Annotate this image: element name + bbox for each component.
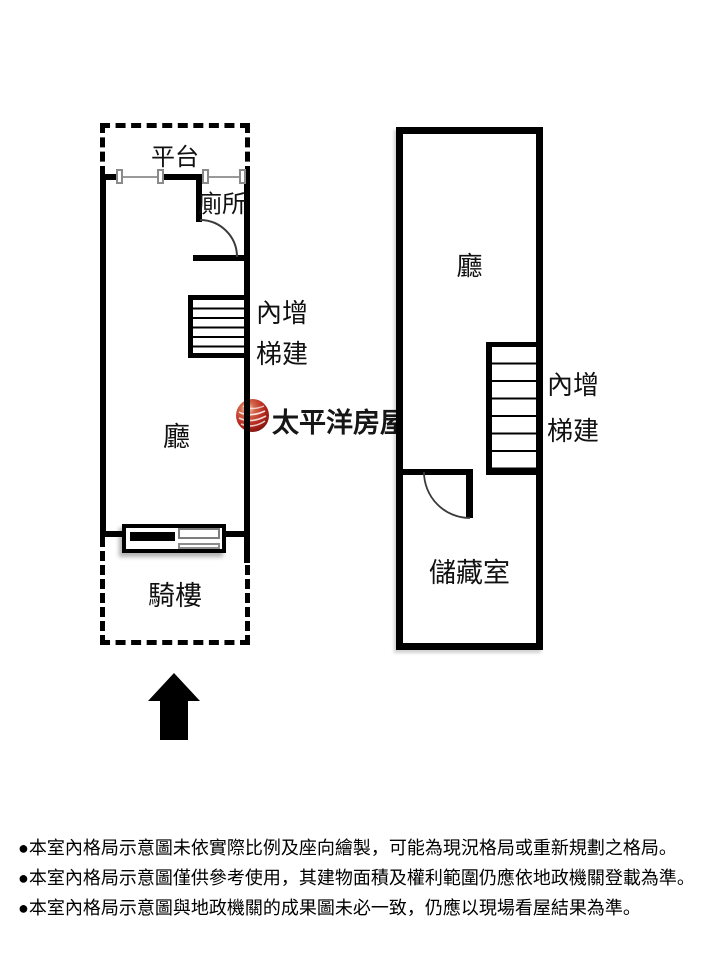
north-up-arrow-icon	[148, 673, 200, 740]
left-plan-arcade-label: 騎樓	[148, 581, 202, 611]
left-plan-arcade-area	[100, 537, 250, 645]
left-plan-stair-note-line1: 內增	[256, 299, 309, 328]
right-plan-stairs	[486, 342, 536, 469]
toilet-left-wall	[196, 180, 202, 222]
right-plan-hall-label: 廳	[456, 252, 483, 281]
brand-logo-text: 太平洋房屋	[272, 408, 407, 438]
left-plan-left-wall	[100, 174, 106, 537]
right-plan-stair-note-line2: 梯建	[547, 417, 600, 446]
right-plan-storage-label: 儲藏室	[429, 558, 510, 588]
right-plan-stair-note-line1: 內增	[547, 371, 600, 400]
toilet-bottom-wall	[193, 255, 245, 261]
left-plan-platform-area	[100, 123, 250, 176]
storage-partition-wall	[403, 469, 473, 475]
disclaimer-line: ●本室內格局示意圖與地政機關的成果圖未必一致，仍應以現場看屋結果為準。	[18, 898, 641, 918]
disclaimer-line: ●本室內格局示意圖僅供參考使用，其建物面積及權利範圍仍應依地政機關登載為準。	[18, 868, 695, 888]
sliding-door-panel	[178, 528, 220, 539]
left-plan-stairs	[188, 295, 250, 358]
brand-logo-globe-icon	[236, 399, 269, 432]
left-plan-top-wall	[100, 174, 250, 180]
window-glass-line	[120, 176, 162, 178]
toilet-label: 廁所	[198, 192, 246, 218]
storage-door-leaf	[466, 469, 473, 518]
disclaimer-block: ●本室內格局示意圖未依實際比例及座向繪製，可能為現況格局或重新規劃之格局。 ●本…	[18, 833, 720, 923]
right-plan-outline	[396, 127, 543, 650]
window-mullion-icon	[239, 169, 246, 184]
toilet-door-arc	[199, 219, 238, 258]
window-mullion-icon	[157, 169, 164, 184]
storage-door-arc	[423, 471, 471, 519]
window-glass-line	[206, 176, 242, 178]
sliding-door-panel	[130, 532, 175, 541]
left-plan-platform-label: 平台	[151, 145, 199, 171]
left-plan-stair-note-line2: 梯建	[256, 340, 309, 369]
storage-partition-wall	[486, 469, 536, 475]
left-plan-hall-label: 廳	[163, 422, 190, 452]
disclaimer-line: ●本室內格局示意圖未依實際比例及座向繪製，可能為現況格局或重新規劃之格局。	[18, 838, 677, 858]
window-mullion-icon	[116, 169, 123, 184]
sliding-door-panel	[178, 543, 220, 549]
window-mullion-icon	[202, 169, 209, 184]
